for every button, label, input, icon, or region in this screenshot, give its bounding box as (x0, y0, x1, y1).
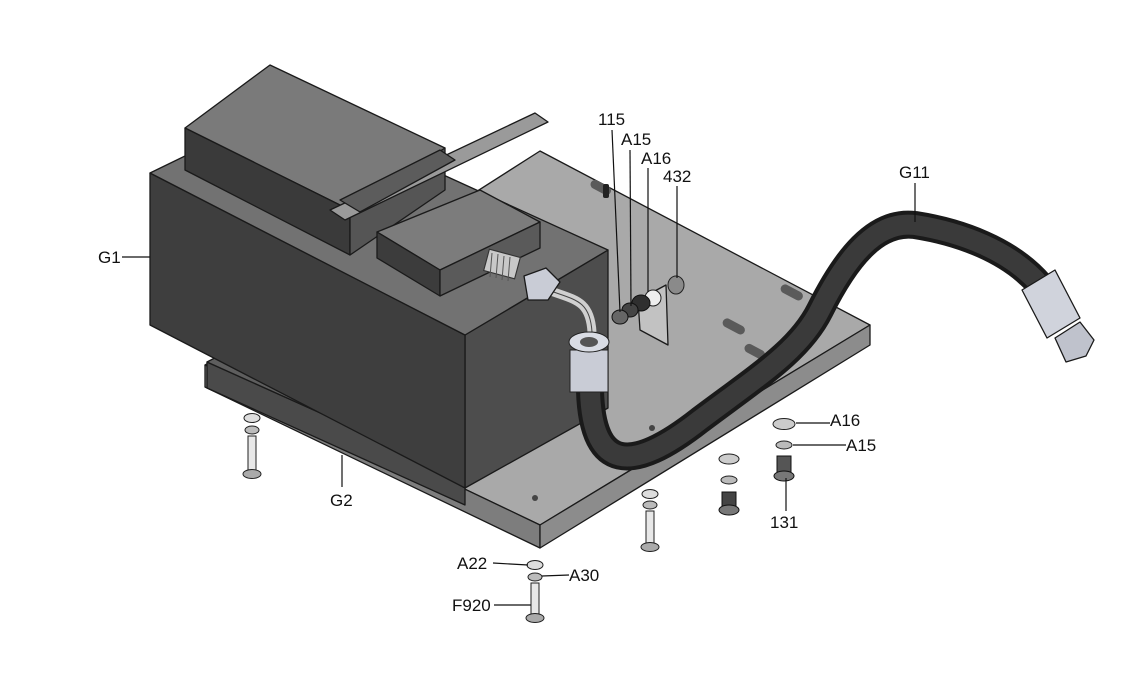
callout-131: 131 (770, 513, 798, 532)
plate-slot (722, 318, 745, 335)
plate-slot (744, 343, 766, 359)
callout-f920: F920 (452, 596, 491, 615)
callout-a16-right: A16 (830, 411, 860, 430)
fitting-115 (611, 309, 629, 325)
washer-bolt-middle (718, 453, 740, 516)
box-outlet-fitting (483, 248, 521, 282)
callout-a16-top: A16 (641, 149, 671, 168)
hose-g11 (523, 210, 1095, 471)
bolt-f920-stack (525, 560, 545, 623)
plate-hole (532, 495, 538, 501)
bracket-valve-assembly (611, 275, 685, 346)
callout-a22: A22 (457, 554, 487, 573)
tank-box-g1 (149, 64, 609, 489)
nut-432 (667, 275, 685, 295)
callout-432: 432 (663, 167, 691, 186)
leader-lines (122, 129, 916, 606)
callout-g1: G1 (98, 248, 121, 267)
callout-115: 115 (598, 110, 625, 129)
plate-slot (780, 284, 803, 301)
callout-a30: A30 (569, 566, 599, 585)
callout-a15-right: A15 (846, 436, 876, 455)
bolt-131-stack (772, 418, 796, 482)
callout-g2: G2 (330, 491, 353, 510)
bolt-stack-left (242, 413, 262, 479)
bolt-stack-center (640, 489, 660, 552)
plate-hole (649, 425, 655, 431)
plate-pin (603, 184, 609, 198)
callout-a15-top: A15 (621, 130, 651, 149)
callout-g11: G11 (899, 163, 930, 182)
